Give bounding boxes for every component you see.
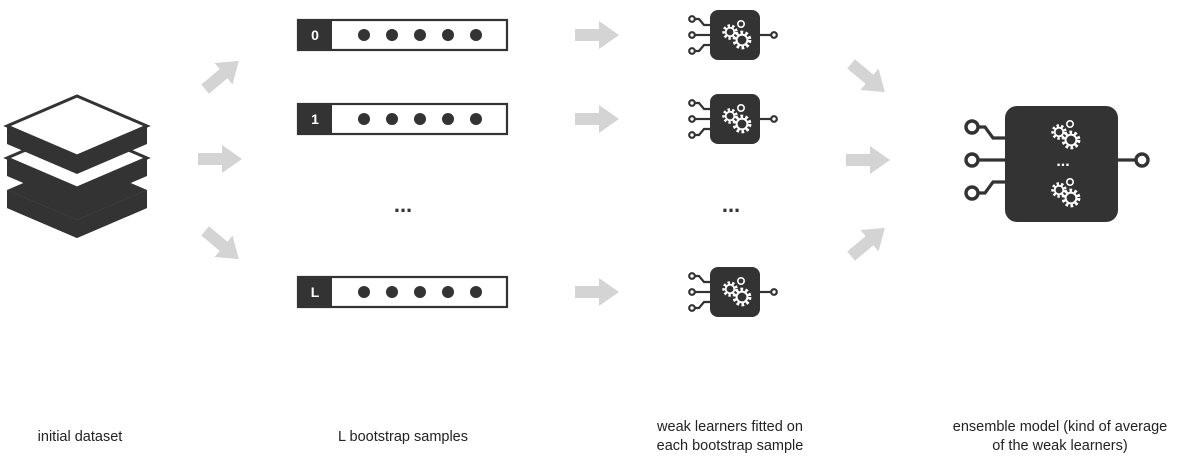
arrow-learner-0-to-ensemble xyxy=(842,53,894,103)
arrow-learner-1-to-ensemble xyxy=(846,146,890,174)
weak-learner-0-icon xyxy=(689,10,777,60)
caption-weak-learners-line2: each bootstrap sample xyxy=(656,438,804,454)
arrow-learner-L-to-ensemble xyxy=(842,217,894,267)
arrow-sample-0-to-learner xyxy=(575,21,619,49)
learners-ellipsis: ... xyxy=(722,192,740,217)
sample-label: 0 xyxy=(311,27,319,43)
caption-weak-learners: weak learners fitted on each bootstrap s… xyxy=(620,418,840,456)
sample-label: 1 xyxy=(311,111,319,127)
caption-initial-dataset: initial dataset xyxy=(37,429,123,445)
ensemble-ellipsis: ... xyxy=(1056,153,1069,170)
sample-label: L xyxy=(311,284,320,300)
arrow-dataset-to-sample-0 xyxy=(196,50,248,100)
bootstrap-sample-1: 1 xyxy=(296,102,509,136)
caption-weak-learners-line1: weak learners fitted on xyxy=(657,419,803,435)
bootstrap-sample-0: 0 xyxy=(296,18,509,52)
arrow-dataset-to-sample-L xyxy=(196,220,248,270)
weak-learner-1-icon xyxy=(689,94,777,144)
dataset-stack-icon xyxy=(3,94,151,238)
ensemble-model-icon: ... xyxy=(964,106,1150,222)
samples-ellipsis: ... xyxy=(394,192,412,217)
arrow-sample-L-to-learner xyxy=(575,278,619,306)
bootstrap-sample-L: L xyxy=(296,275,509,309)
arrow-sample-1-to-learner xyxy=(575,105,619,133)
caption-bootstrap-samples: L bootstrap samples xyxy=(337,429,469,445)
arrow-dataset-to-sample-1 xyxy=(198,145,242,173)
caption-ensemble-line2: of the weak learners) xyxy=(992,438,1128,454)
weak-learner-L-icon xyxy=(689,267,777,317)
caption-ensemble-line1: ensemble model (kind of average xyxy=(952,419,1168,435)
caption-ensemble-model: ensemble model (kind of average of the w… xyxy=(925,418,1195,456)
